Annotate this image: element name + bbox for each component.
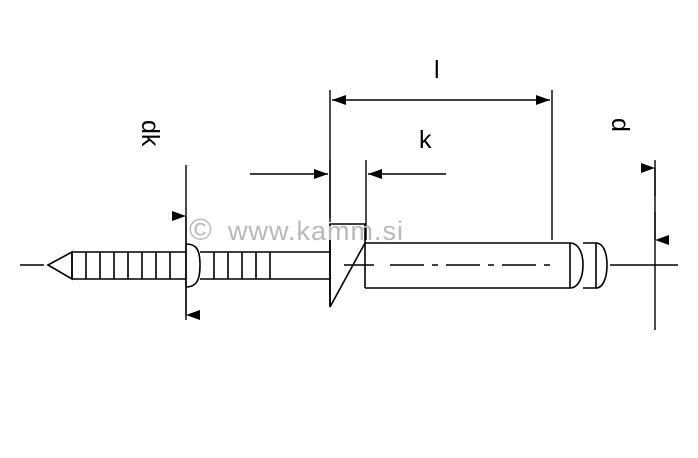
mandrel-head [185, 243, 201, 288]
mandrel-stem-right [200, 251, 330, 280]
dimension-label-k: k [419, 126, 432, 154]
mandrel-stem [72, 251, 186, 280]
dimension-label-d: d [606, 118, 634, 132]
dimension-label-dk: dk [136, 120, 164, 147]
watermark-copyright-icon: © [189, 212, 212, 247]
mandrel-point [46, 250, 73, 281]
dimension-label-l: l [434, 56, 440, 84]
dimension-lines [172, 90, 669, 330]
watermark-text: www.kamm.si [228, 216, 405, 246]
sleeve-end [569, 242, 608, 289]
dimension-k [250, 160, 446, 240]
